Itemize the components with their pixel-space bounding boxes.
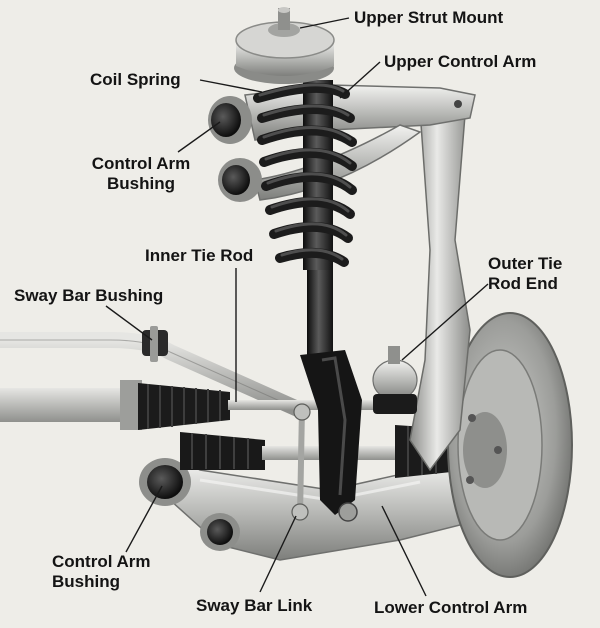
leader-control-arm-bushing-top xyxy=(177,121,221,153)
tie-rod xyxy=(228,400,398,410)
upper-strut-mount-part xyxy=(234,7,335,84)
label-outer-tie-rod-end: Outer Tie Rod End xyxy=(488,254,563,293)
label-lower-control-arm: Lower Control Arm xyxy=(374,598,528,617)
rack-housing xyxy=(0,380,142,430)
upper-control-arm-bushing-part xyxy=(208,96,262,202)
leader-outer-tie-rod-end xyxy=(401,283,489,361)
leader-lines xyxy=(105,17,489,597)
coil-spring-part xyxy=(253,80,357,270)
lower-control-arm-bushing-part xyxy=(139,458,240,551)
leader-coil-spring xyxy=(199,79,263,93)
steering-knuckle xyxy=(409,109,471,472)
label-upper-strut-mount: Upper Strut Mount xyxy=(354,8,504,27)
leader-upper-strut-mount xyxy=(299,17,350,29)
label-sway-bar-bushing: Sway Bar Bushing xyxy=(14,286,164,305)
sway-bar-bushing-part xyxy=(142,326,168,362)
label-sway-bar-link: Sway Bar Link xyxy=(196,596,313,615)
outer-tie-rod-end-part xyxy=(372,346,418,414)
leader-sway-bar-bushing xyxy=(105,305,153,341)
label-control-arm-bushing-top: Control Arm Bushing xyxy=(91,154,191,193)
inner-tie-rod-boot xyxy=(138,383,230,430)
label-inner-tie-rod: Inner Tie Rod xyxy=(145,246,254,265)
leader-control-arm-bushing-bottom xyxy=(125,485,163,553)
label-coil-spring: Coil Spring xyxy=(90,70,181,89)
leader-upper-control-arm xyxy=(339,61,381,99)
label-upper-control-arm: Upper Control Arm xyxy=(384,52,537,71)
strut-shaft xyxy=(300,260,362,522)
lower-control-arm-part xyxy=(148,461,481,561)
leader-lower-control-arm xyxy=(381,505,427,597)
leader-sway-bar-link xyxy=(259,515,297,593)
brake-disc xyxy=(447,312,573,578)
label-control-arm-bushing-bottom: Control Arm Bushing xyxy=(52,552,151,591)
